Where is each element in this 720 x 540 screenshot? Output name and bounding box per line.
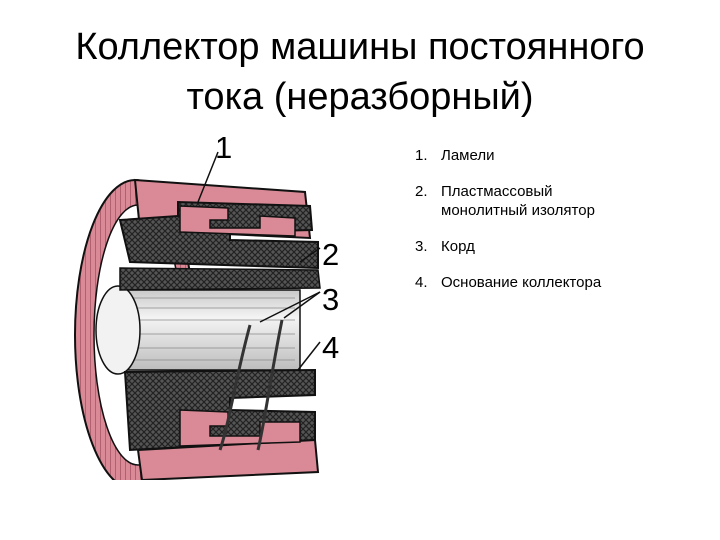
legend-text: Пластмассовый монолитный изолятор	[441, 183, 595, 219]
commutator-illustration: 1 2 3 4	[60, 120, 380, 480]
legend-number: 2.	[415, 183, 428, 200]
legend-item: 4. Основание коллектора	[415, 273, 681, 292]
legend-number: 1.	[415, 147, 428, 164]
slide-title: Коллектор машины постоянного тока (нераз…	[0, 22, 720, 122]
legend-text: Ламели	[441, 147, 495, 164]
top-lamella-dovetail	[179, 205, 296, 237]
legend-list: 1. Ламели 2. Пластмассовый монолитный из…	[415, 146, 681, 309]
callout-2: 2	[322, 237, 339, 272]
middle-insulator	[119, 267, 321, 291]
commutator-base	[95, 285, 301, 375]
leader-lines	[197, 151, 321, 371]
callout-3: 3	[322, 282, 339, 317]
legend-text: Корд	[441, 238, 475, 255]
legend-item: 3. Корд	[415, 237, 681, 256]
title-line-1: Коллектор машины постоянного	[75, 26, 645, 68]
legend-number: 4.	[415, 274, 428, 291]
cord	[218, 319, 284, 451]
title-line-2: тока (неразборный)	[186, 76, 534, 118]
legend-item: 1. Ламели	[415, 146, 681, 165]
legend-text: Основание коллектора	[441, 274, 602, 291]
callout-4: 4	[322, 330, 339, 365]
callout-1: 1	[215, 130, 232, 165]
legend-item: 2. Пластмассовый монолитный изолятор	[415, 182, 681, 220]
legend-number: 3.	[415, 238, 428, 255]
